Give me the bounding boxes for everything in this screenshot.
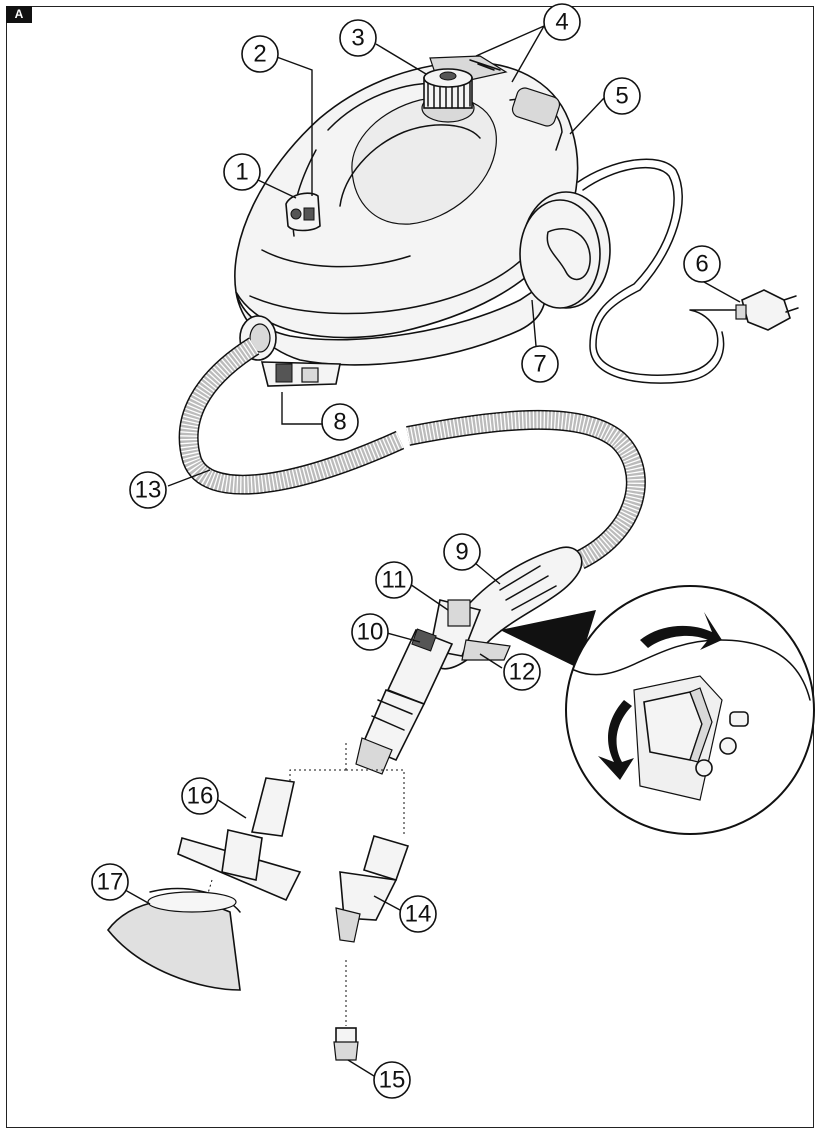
- control-buttons: [285, 192, 321, 232]
- callout-14-label: 14: [405, 901, 432, 928]
- steam-gun: [355, 546, 583, 775]
- callout-17: 17: [91, 863, 129, 901]
- callout-13: 13: [129, 471, 167, 509]
- switch-detail-inset: [500, 585, 815, 835]
- callout-1-label: 1: [235, 159, 248, 186]
- steam-cleaner-body: [234, 55, 611, 387]
- safety-cap: [421, 68, 475, 123]
- callout-5: 5: [603, 77, 641, 115]
- callout-4-label: 4: [555, 9, 568, 36]
- callout-2-label: 2: [253, 41, 266, 68]
- callout-8: 8: [321, 403, 359, 441]
- wheel: [519, 191, 611, 309]
- callout-8-label: 8: [333, 409, 346, 436]
- callout-16: 16: [181, 777, 219, 815]
- callout-9: 9: [443, 533, 481, 571]
- callout-9-label: 9: [455, 539, 468, 566]
- callout-5-label: 5: [615, 83, 628, 110]
- callout-13-label: 13: [135, 477, 162, 504]
- power-cord: [577, 158, 743, 384]
- callout-15-label: 15: [379, 1067, 406, 1094]
- callout-10: 10: [351, 613, 389, 651]
- callout-7-label: 7: [533, 351, 546, 378]
- callout-3-label: 3: [351, 25, 364, 52]
- callout-14: 14: [399, 895, 437, 933]
- callout-12: 12: [503, 653, 541, 691]
- callout-4: 4: [543, 3, 581, 41]
- floor-nozzle: [177, 777, 302, 902]
- callout-17-label: 17: [97, 869, 124, 896]
- callouts: 1 2 3 4 5 6 7 8 9 10 11 12 13 14 15 16 1…: [91, 3, 721, 1099]
- callout-11-label: 11: [382, 567, 407, 594]
- callout-10-label: 10: [357, 619, 384, 646]
- callout-6: 6: [683, 245, 721, 283]
- callout-11: 11: [375, 561, 413, 599]
- callout-2: 2: [241, 35, 279, 73]
- detail-nozzle: [335, 835, 410, 943]
- callout-16-label: 16: [187, 783, 214, 810]
- callout-6-label: 6: [695, 251, 708, 278]
- round-brush: [333, 1027, 359, 1061]
- callout-1: 1: [223, 153, 261, 191]
- callout-7: 7: [521, 345, 559, 383]
- callout-15: 15: [373, 1061, 411, 1099]
- callout-12-label: 12: [509, 659, 536, 686]
- power-plug: [735, 289, 799, 331]
- figure-frame: [6, 6, 814, 1128]
- cloth-cover: [106, 887, 241, 991]
- callout-3: 3: [339, 19, 377, 57]
- figure-tag: A: [6, 6, 32, 23]
- steam-hose: [178, 337, 646, 569]
